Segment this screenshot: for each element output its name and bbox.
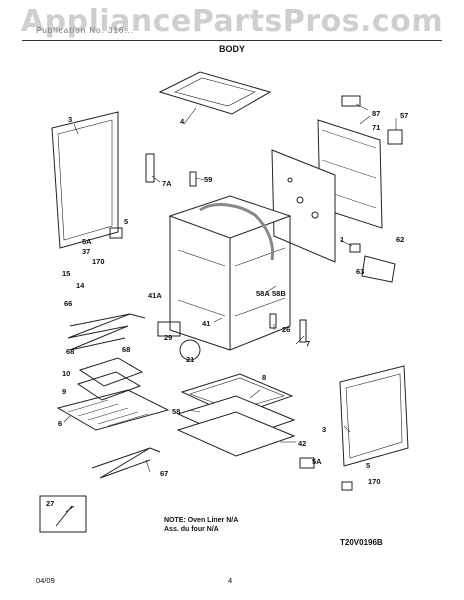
callout-label: 87 — [372, 109, 380, 118]
callout-label: 58 — [172, 407, 180, 416]
callout-label: 170 — [92, 257, 105, 266]
callout-label: 62 — [396, 235, 404, 244]
callout-label: 27 — [46, 499, 54, 508]
callout-label: 67 — [160, 469, 168, 478]
broil-element-part — [67, 313, 146, 351]
callout-label: 58A — [256, 289, 270, 298]
callout-label: 7 — [306, 339, 310, 348]
callout-label: 10 — [62, 369, 70, 378]
bake-element-part — [91, 447, 161, 479]
callout-label: 71 — [372, 123, 380, 132]
callout-label: 7A — [162, 179, 172, 188]
broiler-pan-part — [76, 357, 144, 401]
callout-label: 5 — [366, 461, 370, 470]
part-26 — [269, 313, 277, 329]
part-62 — [361, 255, 396, 283]
part-27-inset — [39, 495, 87, 533]
part-7A — [145, 153, 155, 183]
oven-rack-part — [56, 389, 170, 431]
watermark-text: AppliancePartsPros.com — [20, 4, 444, 39]
callout-label: 21 — [186, 355, 194, 364]
side-panel-left-part — [51, 111, 119, 249]
callout-label: 29 — [164, 333, 172, 342]
callout-label: 66 — [64, 299, 72, 308]
side-panel-right-part — [339, 365, 409, 467]
back-panel-part — [271, 149, 336, 263]
callout-label: 15 — [62, 269, 70, 278]
part-21 — [179, 339, 201, 361]
callout-label: 63 — [356, 267, 364, 276]
footer-date: 04/09 — [36, 576, 55, 585]
callout-label: 3 — [322, 425, 326, 434]
part-5A-left — [109, 227, 123, 239]
callout-label: 8 — [262, 373, 266, 382]
oven-body-frame — [168, 195, 292, 351]
diagram-title: BODY — [218, 44, 245, 54]
part-7 — [299, 319, 307, 343]
callout-label: 14 — [76, 281, 85, 290]
callout-label: 26 — [282, 325, 290, 334]
callout-label: 5 — [124, 217, 128, 226]
note-line-2: Ass. du four N/A — [164, 526, 219, 533]
callout-label: 5A — [82, 237, 92, 246]
callout-label: 3 — [68, 115, 72, 124]
callout-label: 4 — [180, 117, 185, 126]
top-panel-part — [158, 71, 272, 115]
callout-label: 41 — [202, 319, 210, 328]
callout-label: 58B — [272, 289, 286, 298]
part-59 — [189, 171, 197, 187]
footer-page-number: 4 — [228, 576, 233, 585]
part-29 — [157, 321, 181, 337]
part-87 — [341, 95, 361, 107]
callout-label: 1 — [340, 235, 344, 244]
callout-label: 6 — [58, 419, 62, 428]
callout-label: 59 — [204, 175, 212, 184]
callout-label: 42 — [298, 439, 306, 448]
part-57 — [387, 129, 403, 145]
callout-label: 68 — [66, 347, 74, 356]
callout-label: 37 — [82, 247, 90, 256]
publication-line: Publication No. 316... — [36, 26, 135, 35]
callout-label: 41A — [148, 291, 162, 300]
note-block: NOTE: Oven Liner N/A Ass. du four N/A — [164, 516, 238, 534]
note-line-1: NOTE: Oven Liner N/A — [164, 517, 239, 524]
part-5A-right — [299, 457, 315, 469]
part-1 — [349, 243, 361, 253]
callout-label: 57 — [400, 111, 408, 120]
drawer-bottom-part — [176, 411, 296, 457]
part-170-right — [341, 481, 353, 491]
header-divider — [22, 40, 442, 41]
diagram-id: T20V0196B — [340, 538, 383, 547]
callout-label: 170 — [368, 477, 381, 486]
callout-label: 5A — [312, 457, 322, 466]
callout-label: 68 — [122, 345, 130, 354]
callout-label: 9 — [62, 387, 66, 396]
